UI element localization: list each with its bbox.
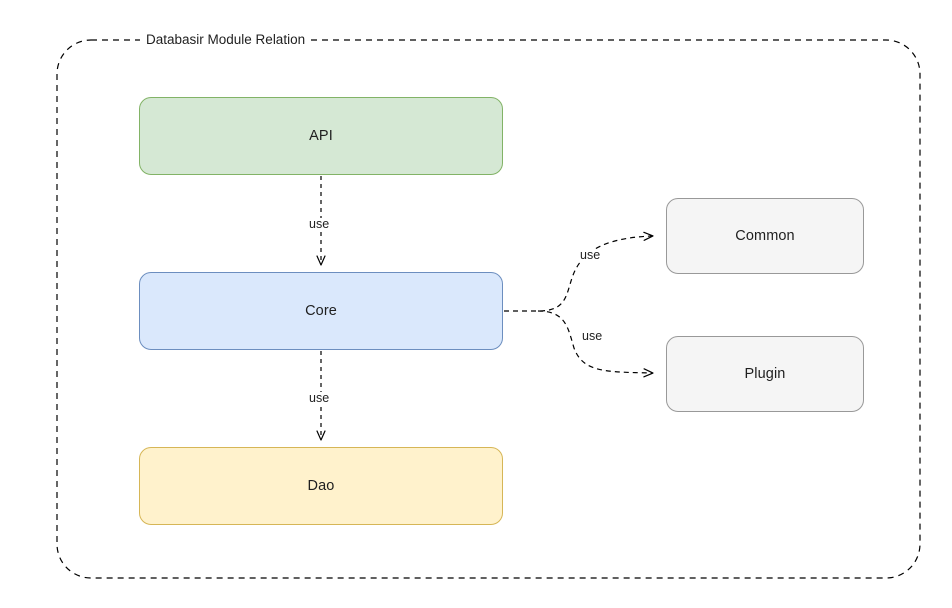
node-api-label: API <box>309 127 333 144</box>
node-plugin-label: Plugin <box>744 365 786 382</box>
edge-core-to-plugin <box>537 310 654 378</box>
edge-label-core-to-dao: use <box>307 391 332 405</box>
node-dao-label: Dao <box>307 477 335 494</box>
edge-label-core-to-common: use <box>578 248 603 262</box>
edge-label-core-to-plugin: use <box>580 329 605 343</box>
edge-label-api-to-core: use <box>307 217 332 231</box>
node-plugin[interactable]: Plugin <box>666 336 864 412</box>
node-core-label: Core <box>305 302 337 319</box>
node-dao[interactable]: Dao <box>139 447 503 525</box>
diagram-title: Databasir Module Relation <box>140 32 312 48</box>
node-core[interactable]: Core <box>139 272 503 350</box>
node-common-label: Common <box>735 227 795 244</box>
module-relation-container <box>56 39 921 579</box>
node-common[interactable]: Common <box>666 198 864 274</box>
edge-core-to-common <box>504 231 654 312</box>
node-api[interactable]: API <box>139 97 503 175</box>
